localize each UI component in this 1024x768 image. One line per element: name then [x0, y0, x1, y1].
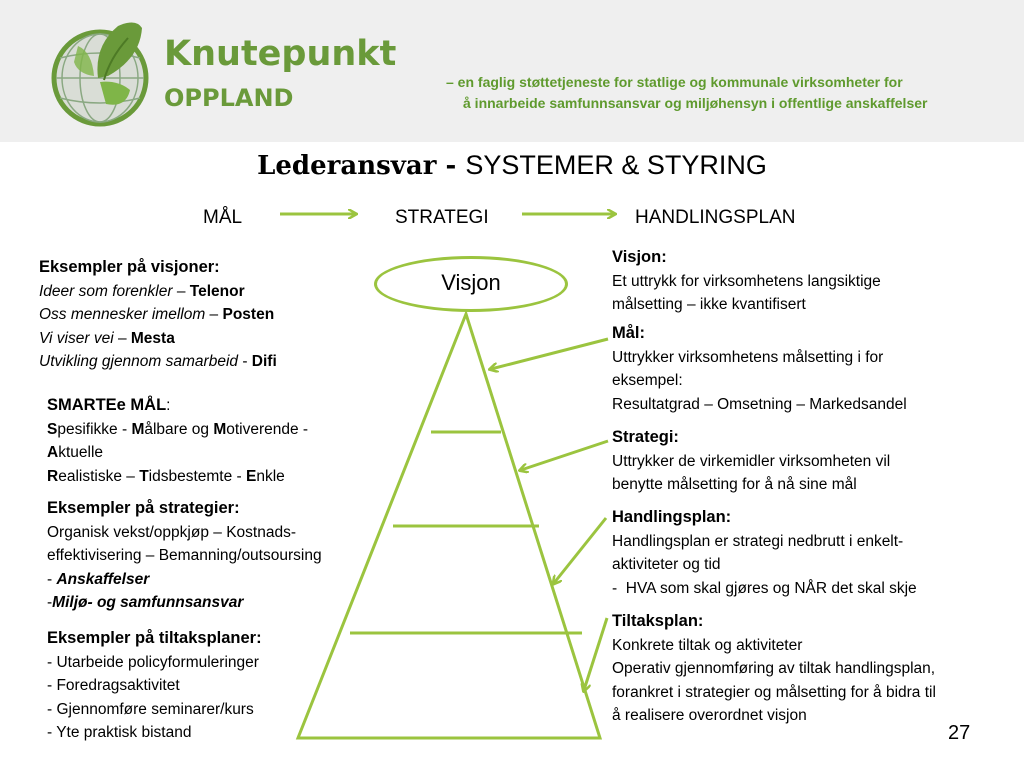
smart-line-2: Aktuelle — [47, 444, 104, 461]
title-part-2: SYSTEMER & STYRING — [465, 150, 767, 180]
handlingsplan-def-heading: Handlingsplan: — [612, 508, 732, 526]
tiltaksplan-def-heading: Tiltaksplan: — [612, 612, 704, 630]
definition-line: eksempel: — [612, 372, 683, 389]
tiltak-heading: Eksempler på tiltaksplaner: — [47, 629, 262, 647]
definition-line: Handlingsplan er strategi nedbrutt i enk… — [612, 532, 904, 550]
tagline: – en faglig støttetjeneste for statlige … — [446, 72, 927, 114]
visjon-example: Vi viser vei – Mesta — [39, 329, 175, 347]
definition-line: å realisere overordnet visjon — [612, 707, 807, 724]
definition-line: målsetting – ikke kvantifisert — [612, 296, 806, 313]
tagline-line-1: – en faglig støttetjeneste for statlige … — [446, 74, 903, 90]
definition-line: Konkrete tiltak og aktiviteter — [612, 636, 803, 654]
smart-line-1: Spesifikke - Målbare og Motiverende - — [47, 420, 309, 438]
brand-name: Knutepunkt — [164, 34, 397, 74]
tagline-line-2: å innarbeide samfunnsansvar og miljøhens… — [463, 95, 928, 111]
strategier-line: -Miljø- og samfunnsansvar — [47, 594, 244, 611]
globe-butterfly-logo-icon — [51, 22, 149, 127]
definition-line: Uttrykker virksomhetens målsetting i for — [612, 348, 884, 366]
pointer-arrow-tiltaksplan — [584, 617, 609, 690]
slide-title: Lederansvar - SYSTEMER & STYRING — [0, 150, 1024, 181]
brand-region: OPPLAND — [164, 84, 294, 112]
visjoner-block: Eksempler på visjoner: Ideer som forenkl… — [39, 256, 277, 374]
pointer-arrow-strategi — [521, 439, 609, 470]
strategi-definition: Strategi: Uttrykker de virkemidler virks… — [612, 426, 890, 497]
smart-block: SMARTEe MÅL: Spesifikke - Målbare og Mot… — [47, 394, 308, 488]
handlingsplan-definition: Handlingsplan: Handlingsplan er strategi… — [612, 506, 917, 600]
smart-heading: SMARTEe MÅL: — [47, 396, 171, 414]
visjon-def-heading: Visjon: — [612, 248, 667, 266]
visjon-example: Oss mennesker imellom – Posten — [39, 306, 275, 323]
list-item: - Foredragsaktivitet — [47, 677, 180, 694]
definition-line: Et uttrykk for virksomhetens langsiktige — [612, 272, 881, 290]
definition-line: Resultatgrad – Omsetning – Markedsandel — [612, 395, 907, 413]
smart-line-3: Realistiske – Tidsbestemte - Enkle — [47, 467, 285, 485]
tiltaksplan-definition: Tiltaksplan: Konkrete tiltak og aktivite… — [612, 610, 936, 728]
maal-definition: Mål: Uttrykker virksomhetens målsetting … — [612, 322, 907, 416]
definition-line: Operativ gjennomføring av tiltak handlin… — [612, 660, 936, 677]
strategi-def-heading: Strategi: — [612, 428, 679, 446]
definition-line: aktiviteter og tid — [612, 556, 721, 573]
flow-step-handlingsplan: HANDLINGSPLAN — [635, 207, 796, 228]
strategier-line: effektivisering – Bemanning/outsoursing — [47, 547, 322, 564]
page-number: 27 — [948, 722, 971, 744]
tiltak-block: Eksempler på tiltaksplaner: - Utarbeide … — [47, 627, 262, 745]
strategier-heading: Eksempler på strategier: — [47, 499, 240, 517]
header-band: Knutepunkt OPPLAND – en faglig støttetje… — [0, 0, 1024, 142]
strategier-block: Eksempler på strategier: Organisk vekst/… — [47, 497, 322, 615]
visjon-label: Visjon — [441, 270, 501, 295]
definition-line: benytte målsetting for å nå sine mål — [612, 476, 857, 493]
list-item: - Gjennomføre seminarer/kurs — [47, 700, 254, 718]
pointer-arrow-maal — [491, 337, 609, 369]
visjon-definition: Visjon: Et uttrykk for virksomhetens lan… — [612, 246, 881, 317]
visjoner-heading: Eksempler på visjoner: — [39, 258, 220, 276]
definition-line: - HVA som skal gjøres og NÅR det skal sk… — [612, 579, 917, 597]
definition-line: forankret i strategier og målsetting for… — [612, 683, 936, 701]
flow-step-maal: MÅL — [203, 207, 243, 228]
visjon-example: Utvikling gjennom samarbeid - Difi — [39, 353, 277, 370]
title-part-1: Lederansvar — [257, 151, 437, 181]
list-item: - Utarbeide policyformuleringer — [47, 653, 259, 671]
list-item: - Yte praktisk bistand — [47, 724, 192, 741]
title-dash: - — [436, 151, 466, 181]
flow-step-strategi: STRATEGI — [395, 207, 489, 228]
visjon-oval — [374, 256, 568, 312]
pointer-arrow-handlingsplan — [554, 517, 608, 583]
maal-def-heading: Mål: — [612, 324, 645, 342]
visjon-example: Ideer som forenkler – Telenor — [39, 282, 245, 300]
definition-line: Uttrykker de virkemidler virksomheten vi… — [612, 452, 891, 470]
strategier-line: - Anskaffelser — [47, 570, 150, 588]
strategier-line: Organisk vekst/oppkjøp – Kostnads- — [47, 523, 296, 541]
